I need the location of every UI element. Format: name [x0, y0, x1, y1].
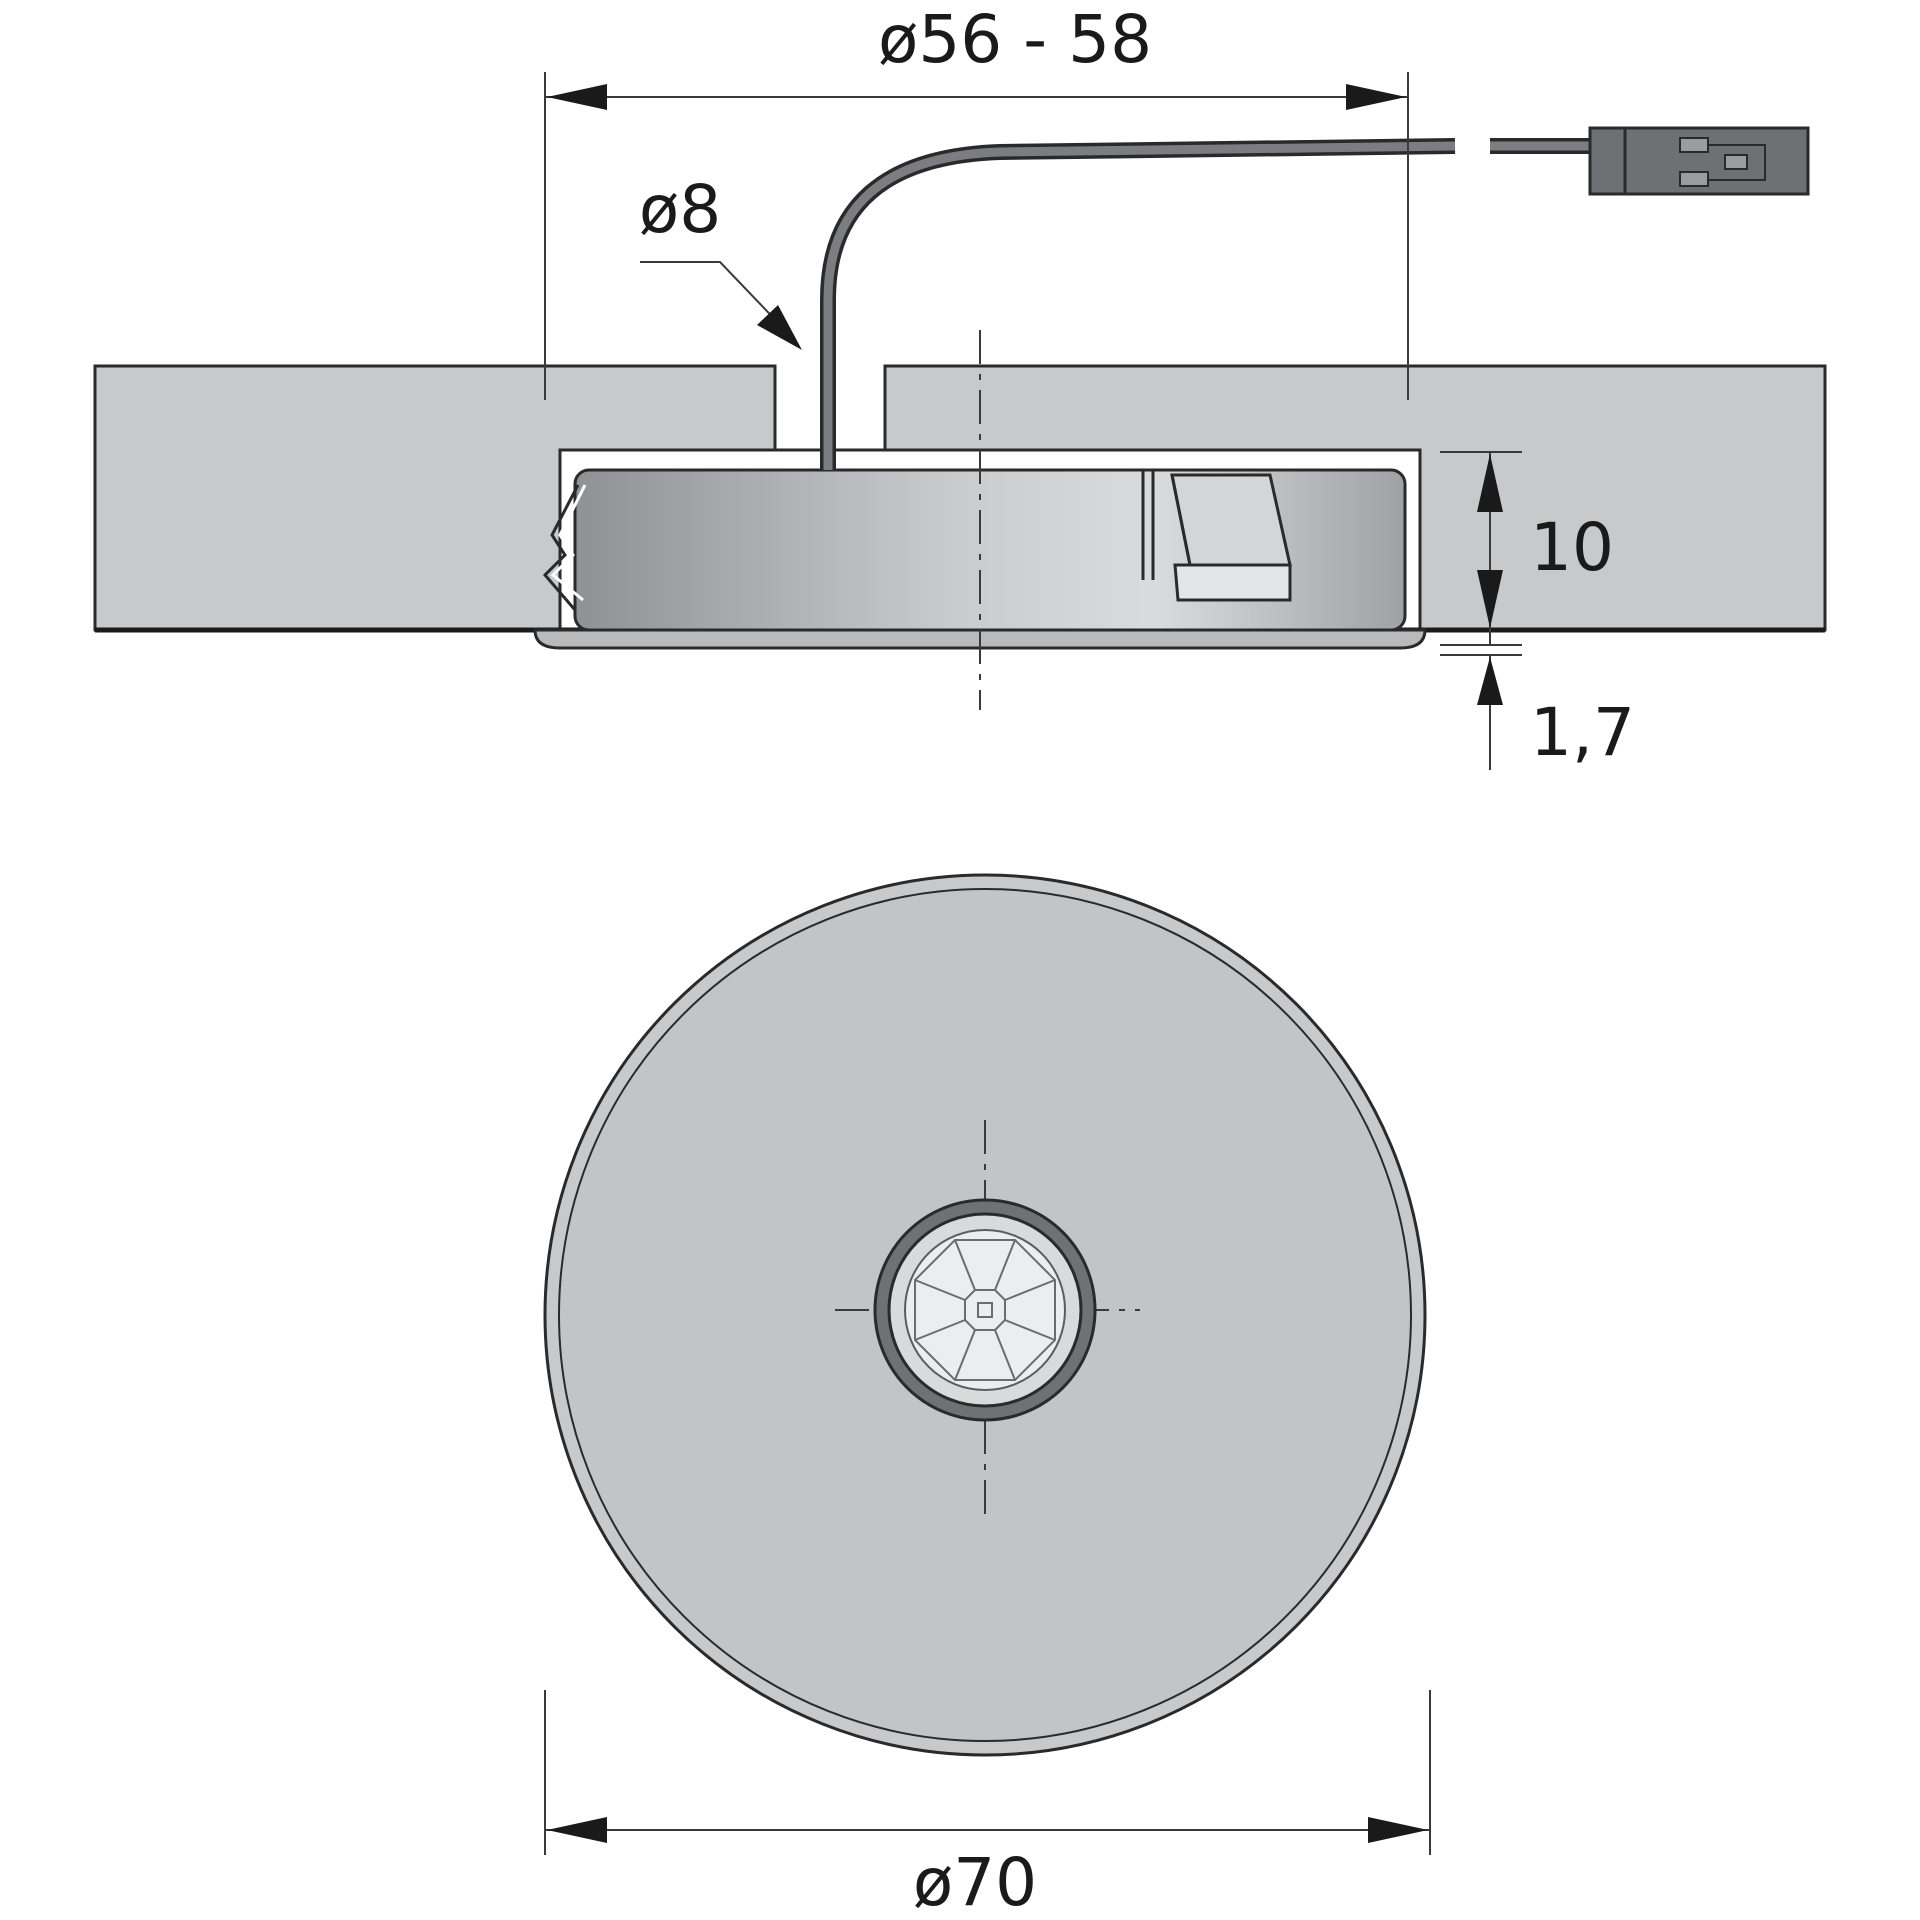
arrowhead [1368, 1817, 1428, 1843]
arrowhead [547, 84, 607, 110]
top-view: ø70 [543, 873, 1431, 1920]
switch-block [1170, 473, 1292, 567]
switch-edge [1170, 474, 1192, 566]
arrowhead [547, 1817, 607, 1843]
leader-line [640, 261, 786, 331]
spring-clip-left [542, 484, 580, 611]
connector-pin [1679, 137, 1709, 153]
dim-label-cutout: ø56 - 58 [878, 1, 1152, 78]
dim-label-height: 10 [1530, 509, 1614, 586]
spring-clip-left-inner [550, 484, 587, 602]
switch-block-front [1173, 563, 1292, 602]
dim-label-flange: 1,7 [1530, 694, 1635, 771]
arrowhead [1477, 657, 1503, 705]
arrowhead [1477, 454, 1503, 512]
arrowhead [1346, 84, 1406, 110]
cable-core [823, 141, 1456, 470]
connector-pin [1679, 171, 1709, 187]
dim-label-flange-diameter: ø70 [913, 1844, 1037, 1920]
side-view: ø56 - 58 ø8 10 1,7 [93, 1, 1827, 771]
lens-center [977, 1302, 993, 1318]
arrowhead [1477, 570, 1503, 628]
connector-latch [1708, 144, 1766, 181]
arrowhead [757, 305, 802, 350]
lens-facets [914, 1239, 1056, 1381]
dim-label-cable-hole: ø8 [639, 171, 721, 248]
lens [904, 1229, 1066, 1391]
connector-pin [1724, 154, 1748, 170]
